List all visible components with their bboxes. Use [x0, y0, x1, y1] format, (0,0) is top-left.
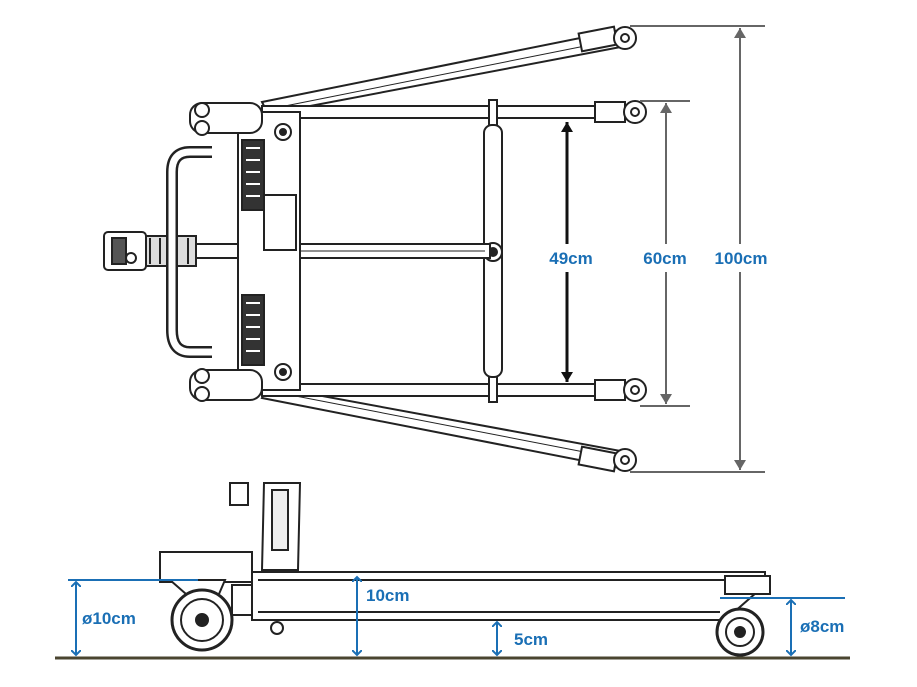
- outer-leg-bottom: [260, 384, 637, 473]
- boom-arm: [103, 231, 491, 271]
- dim-rear-wheel: [720, 597, 845, 655]
- dim-label-49cm: 49cm: [549, 249, 592, 268]
- dim-label-ground-clearance: 5cm: [514, 630, 548, 649]
- side-view: [55, 482, 850, 660]
- dim-label-rear-wheel: ø8cm: [800, 617, 844, 636]
- base-frame: [189, 102, 301, 402]
- dim-label-chassis-height: 10cm: [366, 586, 409, 605]
- dim-label-60cm: 60cm: [643, 249, 686, 268]
- spreader-bar: [483, 99, 503, 403]
- mast: [229, 482, 302, 571]
- rear-caster-wheel: [715, 575, 771, 657]
- dim-front-wheel: [68, 579, 198, 655]
- front-caster-wheel: [167, 579, 234, 652]
- top-view: [103, 25, 776, 473]
- outer-leg-top: [260, 25, 637, 116]
- dim-label-front-wheel: ø10cm: [82, 609, 136, 628]
- inner-leg-top: [261, 100, 647, 124]
- dim-label-100cm: 100cm: [715, 249, 768, 268]
- chassis: [159, 551, 766, 635]
